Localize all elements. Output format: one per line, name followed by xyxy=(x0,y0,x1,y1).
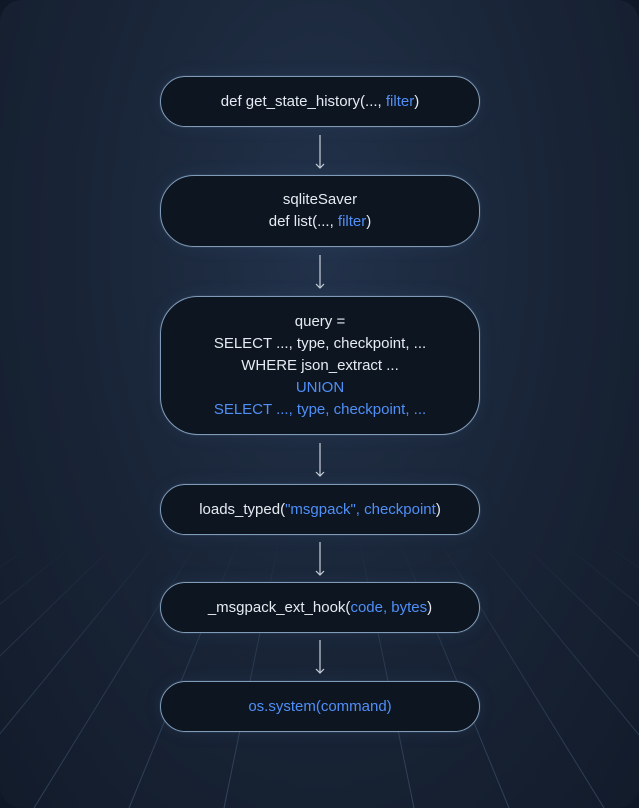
node-text-highlight: os.system(command) xyxy=(248,697,392,715)
grid-line xyxy=(398,539,510,808)
node-msgpack-ext-hook: _msgpack_ext_hook(code, bytes) xyxy=(160,582,480,633)
grid-line xyxy=(0,539,80,605)
grid-line xyxy=(598,539,639,569)
node-line: _msgpack_ext_hook(code, bytes) xyxy=(208,597,432,619)
node-line: UNION xyxy=(296,377,344,399)
node-line: os.system(command) xyxy=(248,696,391,718)
arrow-down-icon xyxy=(315,443,325,477)
grid-line xyxy=(0,539,160,735)
node-text: query = xyxy=(294,312,346,330)
grid-line xyxy=(33,539,200,808)
node-line: loads_typed("msgpack", checkpoint) xyxy=(199,499,441,521)
node-text: _msgpack_ext_hook( xyxy=(207,598,351,616)
node-line: def get_state_history(..., filter) xyxy=(221,91,419,113)
node-os-system: os.system(command) xyxy=(160,681,480,732)
grid-line xyxy=(438,539,605,808)
node-get-state-history: def get_state_history(..., filter) xyxy=(160,76,480,127)
arrow-down-icon xyxy=(315,255,325,289)
arrow-down-icon xyxy=(315,135,325,169)
node-line: SELECT ..., type, checkpoint, ... xyxy=(214,399,426,421)
node-text: def list(..., xyxy=(268,213,338,230)
node-text: ) xyxy=(427,598,433,616)
node-text-highlight: filter xyxy=(337,213,367,230)
grid-line xyxy=(223,539,280,808)
node-text-highlight: UNION xyxy=(295,378,345,396)
grid-line xyxy=(358,539,415,808)
node-text: loads_typed( xyxy=(199,500,286,518)
node-line: WHERE json_extract ... xyxy=(241,355,399,377)
grid-line xyxy=(128,539,240,808)
node-sqlite-saver-list: sqliteSaver def list(..., filter) xyxy=(160,175,480,247)
grid-line xyxy=(0,539,120,657)
node-text: sqliteSaver xyxy=(282,191,358,208)
node-line: sqliteSaver xyxy=(283,189,357,211)
grid-line xyxy=(478,539,639,736)
node-text-highlight: SELECT ..., type, checkpoint, ... xyxy=(213,400,427,418)
node-text: ) xyxy=(435,500,441,518)
node-text: WHERE json_extract ... xyxy=(241,356,399,374)
node-line: def list(..., filter) xyxy=(269,211,372,233)
node-line: SELECT ..., type, checkpoint, ... xyxy=(214,333,426,355)
node-text-highlight: filter xyxy=(385,92,415,110)
node-line: query = xyxy=(295,311,345,333)
node-text: ) xyxy=(414,92,420,110)
arrow-down-icon xyxy=(315,542,325,576)
node-text: def get_state_history(..., xyxy=(220,92,386,110)
node-loads-typed: loads_typed("msgpack", checkpoint) xyxy=(160,484,480,535)
arrow-down-icon xyxy=(315,640,325,674)
node-query: query = SELECT ..., type, checkpoint, ..… xyxy=(160,296,480,435)
node-text: SELECT ..., type, checkpoint, ... xyxy=(213,334,427,352)
grid-line xyxy=(558,539,639,606)
node-text-highlight: "msgpack", checkpoint xyxy=(285,500,436,518)
grid-line xyxy=(0,539,40,568)
node-text: ) xyxy=(366,213,372,230)
node-text-highlight: code, bytes xyxy=(350,598,428,616)
grid-line xyxy=(518,539,639,658)
